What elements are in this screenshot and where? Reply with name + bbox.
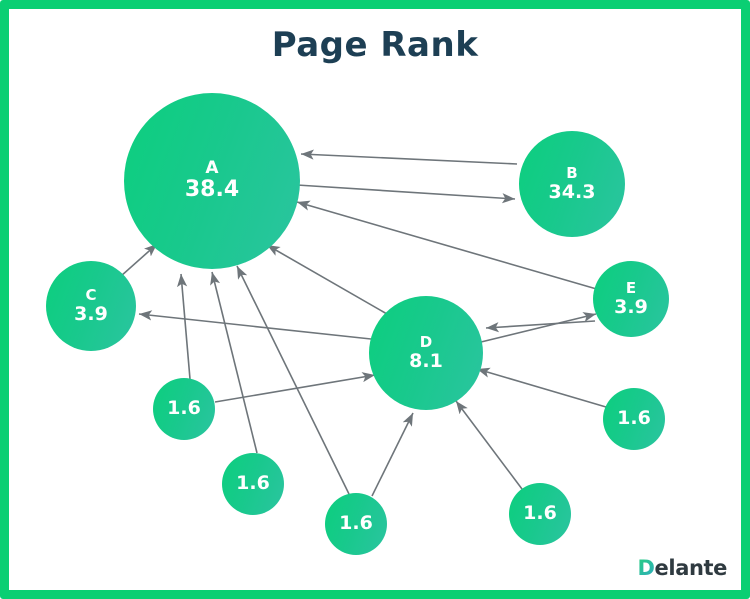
node-f4[interactable]: 1.6 — [509, 483, 571, 545]
node-c-label: C — [85, 285, 97, 304]
edge-layer — [120, 149, 607, 497]
node-a-value: 38.4 — [184, 177, 240, 203]
edge-f4-to-d — [455, 400, 523, 490]
node-d-label: D — [419, 332, 433, 351]
edge-d-to-e — [480, 312, 597, 343]
edge-f1-to-d — [214, 372, 376, 403]
edge-e-to-d — [485, 320, 596, 333]
edge-d-to-a — [266, 244, 388, 315]
edge-f2-to-a — [210, 271, 258, 454]
node-f1-value: 1.6 — [167, 397, 201, 420]
node-a-label: A — [205, 158, 219, 179]
page-title: Page Rank — [271, 25, 479, 65]
edge-f1-to-a — [176, 273, 191, 380]
edge-f3-to-a — [236, 265, 350, 495]
node-f3-value: 1.6 — [339, 512, 373, 535]
node-d[interactable]: D 8.1 — [369, 296, 483, 410]
node-c-value: 3.9 — [74, 302, 108, 325]
node-e-label: E — [625, 278, 637, 297]
node-f5[interactable]: 1.6 — [603, 388, 665, 450]
node-f1[interactable]: 1.6 — [153, 378, 215, 440]
node-c[interactable]: C 3.9 — [46, 261, 136, 351]
edge-e-to-a — [296, 200, 601, 291]
logo-d-letter: D — [637, 556, 655, 580]
node-f3[interactable]: 1.6 — [325, 493, 387, 555]
node-b-label: B — [566, 163, 578, 182]
edge-a-to-b — [296, 184, 516, 204]
edge-f5-to-d — [476, 367, 607, 408]
node-b-value: 34.3 — [548, 180, 596, 203]
edge-d-to-c — [138, 310, 372, 340]
node-a[interactable]: A 38.4 — [124, 93, 300, 269]
node-f4-value: 1.6 — [523, 502, 557, 525]
node-b[interactable]: B 34.3 — [519, 131, 625, 237]
node-d-value: 8.1 — [409, 349, 443, 372]
logo-wordmark: elante — [654, 556, 728, 580]
node-f2[interactable]: 1.6 — [222, 453, 284, 515]
node-e-value: 3.9 — [614, 295, 648, 318]
node-f5-value: 1.6 — [617, 407, 651, 430]
node-f2-value: 1.6 — [236, 472, 270, 495]
edge-b-to-a — [300, 149, 518, 165]
edge-f3-to-d — [371, 412, 414, 497]
node-e[interactable]: E 3.9 — [593, 261, 669, 337]
edge-c-to-a — [120, 243, 158, 277]
diagram-canvas: Page Rank — [9, 9, 741, 590]
